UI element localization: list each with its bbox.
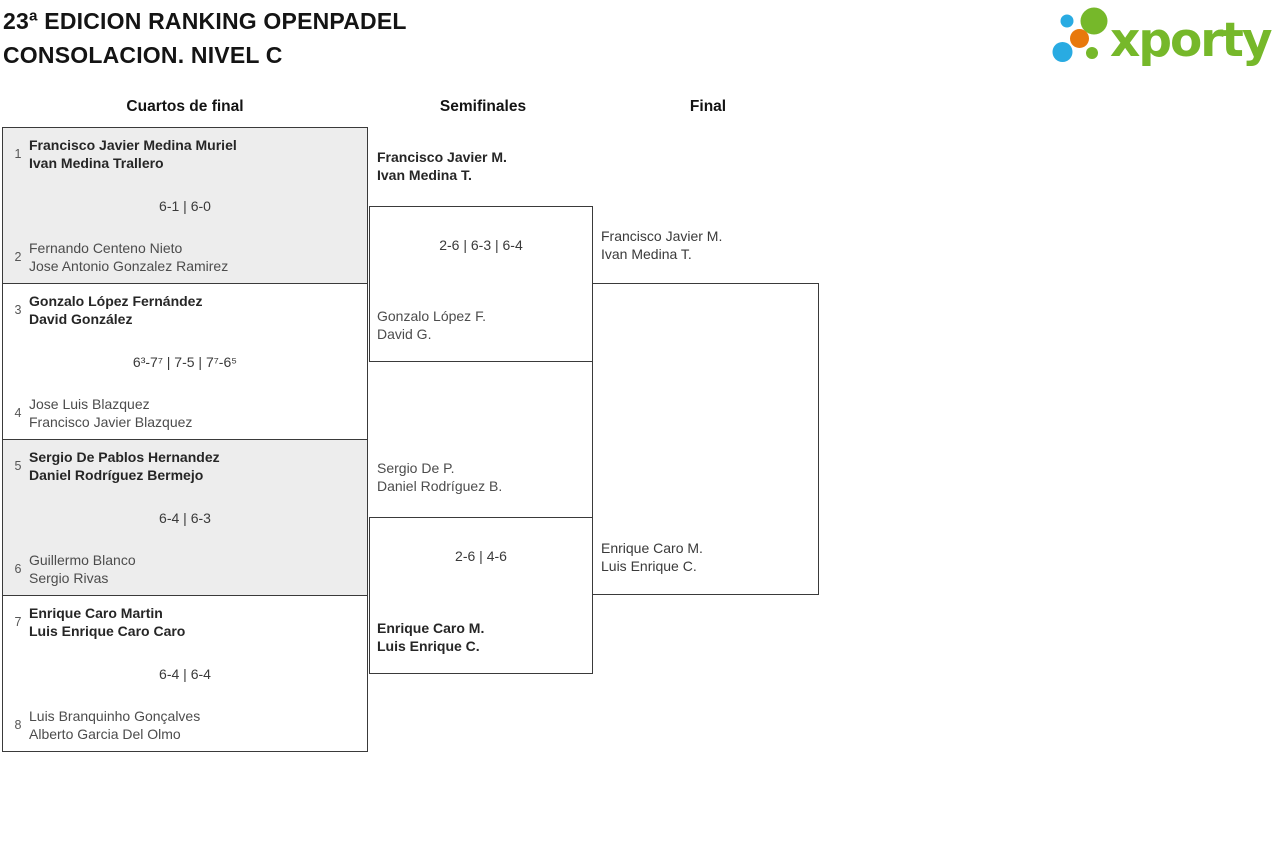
final-bottom-team: Enrique Caro M. Luis Enrique C. xyxy=(601,539,703,575)
player-name: Alberto Garcia Del Olmo xyxy=(29,726,181,742)
seed-number: 8 xyxy=(14,718,22,732)
logo-dot-green-big xyxy=(1080,7,1108,35)
player-name: Francisco Javier Medina Muriel xyxy=(29,137,237,153)
round-header-semifinals: Semifinales xyxy=(439,98,527,115)
player-name: Ivan Medina T. xyxy=(601,246,692,262)
round-header-final: Final xyxy=(689,98,727,115)
player-name: Francisco Javier M. xyxy=(601,228,723,244)
player-name: Sergio De Pablos Hernandez xyxy=(29,449,220,465)
team-names: Jose Luis Blazquez Francisco Javier Blaz… xyxy=(29,395,192,431)
player-name: Enrique Caro Martin xyxy=(29,605,163,621)
logo-dot-blue-small xyxy=(1060,14,1074,28)
player-name: Gonzalo López F. xyxy=(377,308,486,324)
xporty-logo[interactable]: xporty xyxy=(1050,0,1280,72)
logo-dot-blue-big xyxy=(1052,42,1073,62)
seed-number: 1 xyxy=(14,147,22,161)
player-name: Guillermo Blanco xyxy=(29,552,136,568)
player-name: Luis Enrique Caro Caro xyxy=(29,623,186,639)
logo-dot-orange xyxy=(1070,29,1089,48)
seed-number: 6 xyxy=(14,562,22,576)
player-name: Daniel Rodríguez Bermejo xyxy=(29,467,204,483)
seed-number: 7 xyxy=(14,615,22,629)
player-name: Enrique Caro M. xyxy=(377,620,485,636)
logo-dot-green-small xyxy=(1086,47,1098,59)
player-name: Gonzalo López Fernández xyxy=(29,293,203,309)
round-header-quarterfinals: Cuartos de final xyxy=(126,98,244,115)
logo-wordmark: xporty xyxy=(1110,13,1272,68)
sf1-bottom-team: Gonzalo López F. David G. xyxy=(377,307,486,343)
player-name: Sergio De P. xyxy=(377,460,455,476)
team-names: Enrique Caro Martin Luis Enrique Caro Ca… xyxy=(29,604,185,640)
player-name: Jose Luis Blazquez xyxy=(29,396,150,412)
team-names: Luis Branquinho Gonçalves Alberto Garcia… xyxy=(29,707,200,743)
match-score: 6-4 | 6-3 xyxy=(159,509,211,526)
seed-number: 4 xyxy=(14,406,22,420)
player-name: Francisco Javier Blazquez xyxy=(29,414,193,430)
match-score: 6³-7⁷ | 7-5 | 7⁷-6⁵ xyxy=(132,353,238,370)
match-box-sf2[interactable]: 2-6 | 4-6 Enrique Caro M. Luis Enrique C… xyxy=(369,517,593,674)
team-names: Sergio De Pablos Hernandez Daniel Rodríg… xyxy=(29,448,220,484)
match-box-qf3[interactable]: 5 Sergio De Pablos Hernandez Daniel Rodr… xyxy=(3,440,367,596)
player-name: Ivan Medina T. xyxy=(377,167,472,183)
player-name: Fernando Centeno Nieto xyxy=(29,240,183,256)
player-name: Sergio Rivas xyxy=(29,570,109,586)
match-score: 6-1 | 6-0 xyxy=(159,197,211,214)
team-names: Gonzalo López Fernández David González xyxy=(29,292,202,328)
player-name: David González xyxy=(29,311,133,327)
player-name: Jose Antonio Gonzalez Ramirez xyxy=(29,258,229,274)
page-title-line2: CONSOLACION. NIVEL C xyxy=(3,42,283,68)
match-box-qf4[interactable]: 7 Enrique Caro Martin Luis Enrique Caro … xyxy=(3,596,367,751)
player-name: Enrique Caro M. xyxy=(601,540,703,556)
match-score: 6-4 | 6-4 xyxy=(159,665,211,682)
team-names: Fernando Centeno Nieto Jose Antonio Gonz… xyxy=(29,239,228,275)
player-name: Francisco Javier M. xyxy=(377,149,507,165)
match-box-qf1[interactable]: 1 Francisco Javier Medina Muriel Ivan Me… xyxy=(3,128,367,284)
player-name: Luis Enrique C. xyxy=(601,558,697,574)
match-score: 2-6 | 6-3 | 6-4 xyxy=(439,237,523,253)
player-name: David G. xyxy=(377,326,432,342)
sf2-bottom-team: Enrique Caro M. Luis Enrique C. xyxy=(377,619,484,655)
team-names: Francisco Javier Medina Muriel Ivan Medi… xyxy=(29,136,237,172)
player-name: Luis Branquinho Gonçalves xyxy=(29,708,201,724)
match-score: 2-6 | 4-6 xyxy=(455,548,507,564)
player-name: Daniel Rodríguez B. xyxy=(377,478,503,494)
match-box-qf2[interactable]: 3 Gonzalo López Fernández David González… xyxy=(3,284,367,440)
player-name: Ivan Medina Trallero xyxy=(29,155,164,171)
quarterfinals-column: 1 Francisco Javier Medina Muriel Ivan Me… xyxy=(2,127,368,752)
match-box-sf1[interactable]: 2-6 | 6-3 | 6-4 Gonzalo López F. David G… xyxy=(369,206,593,362)
page-title-line1: 23ª EDICION RANKING OPENPADEL xyxy=(3,8,407,34)
team-names: Guillermo Blanco Sergio Rivas xyxy=(29,551,136,587)
seed-number: 3 xyxy=(14,303,22,317)
seed-number: 2 xyxy=(14,250,22,264)
page-title: 23ª EDICION RANKING OPENPADEL CONSOLACIO… xyxy=(3,4,407,72)
seed-number: 5 xyxy=(14,459,22,473)
match-box-final[interactable] xyxy=(592,283,819,595)
sf2-top-team: Sergio De P. Daniel Rodríguez B. xyxy=(377,459,502,495)
final-top-team: Francisco Javier M. Ivan Medina T. xyxy=(601,227,722,263)
sf1-top-team: Francisco Javier M. Ivan Medina T. xyxy=(377,148,507,184)
player-name: Luis Enrique C. xyxy=(377,638,480,654)
